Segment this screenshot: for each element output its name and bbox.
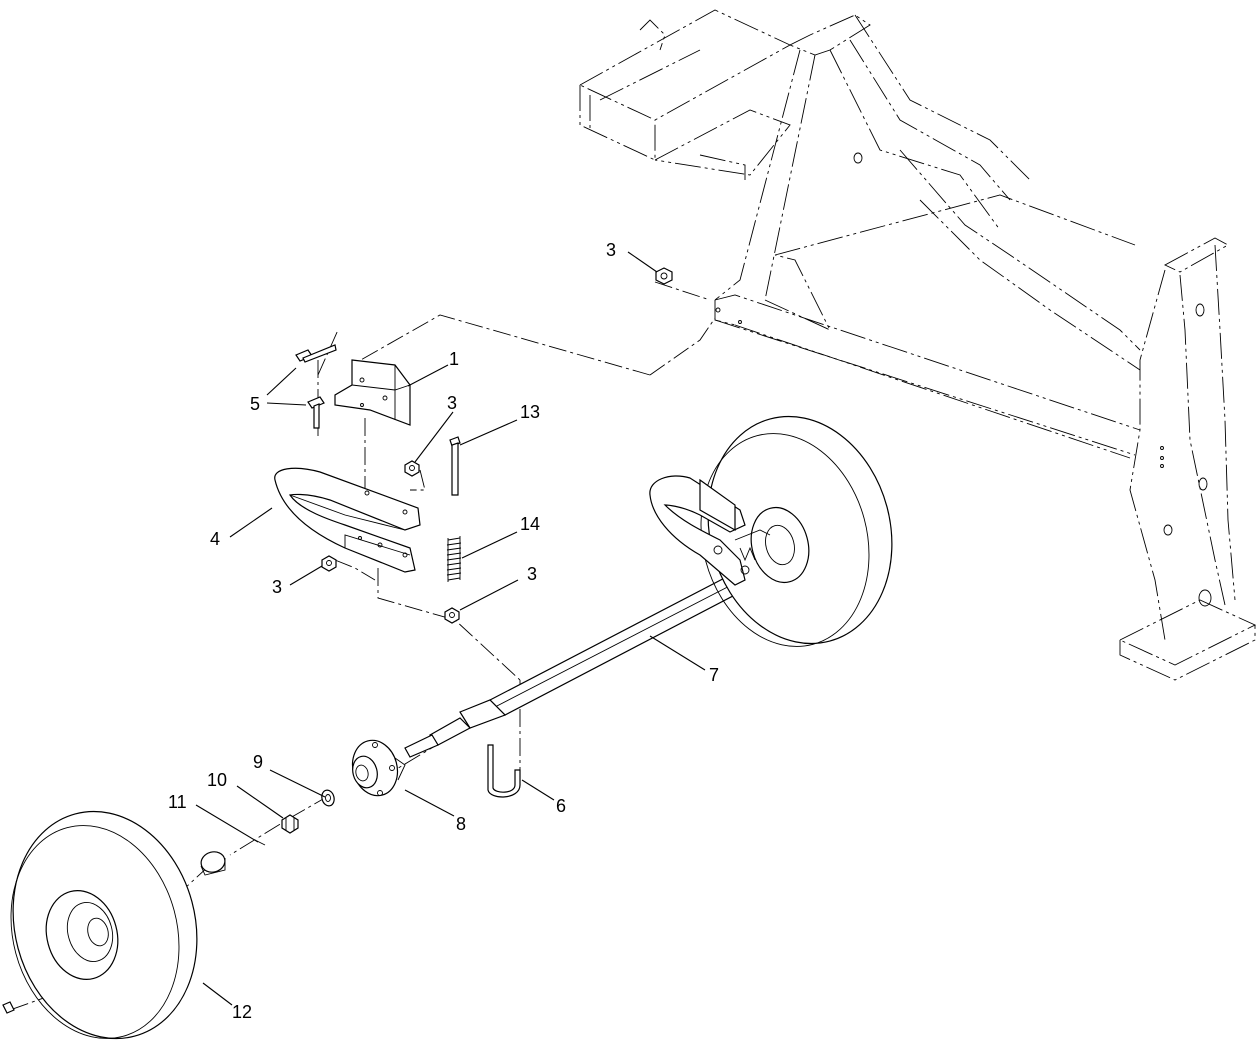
callout-4: 4 [210, 529, 220, 549]
callout-14: 14 [520, 514, 540, 534]
callout-5: 5 [250, 394, 260, 414]
callout-3c: 3 [272, 577, 282, 597]
callout-3b: 3 [447, 393, 457, 413]
part-5-bolts [295, 344, 337, 429]
callout-13: 13 [520, 402, 540, 422]
part-6-ubolt [487, 744, 521, 798]
hub-cap [200, 851, 226, 876]
callout-10: 10 [207, 770, 227, 790]
callout-11: 11 [168, 792, 187, 812]
part-7-axle [404, 569, 753, 758]
part-12-wheel [10, 810, 198, 1040]
callout-7: 7 [709, 665, 719, 685]
callout-9: 9 [253, 752, 263, 772]
frame-phantom [579, 9, 1257, 681]
callout-6: 6 [556, 796, 566, 816]
part-9-washer [321, 789, 335, 807]
part-4-swing-arm [274, 467, 421, 573]
callout-12: 12 [232, 1002, 252, 1022]
part-13-bolt [449, 436, 461, 496]
part-3-nuts [321, 267, 673, 624]
callout-1: 1 [449, 349, 459, 369]
part-1-bracket [334, 359, 411, 426]
callouts: 3 1 5 3 13 4 14 3 3 7 6 8 9 10 11 12 [168, 240, 719, 1022]
callout-8: 8 [456, 814, 466, 834]
valve-stem [2, 1001, 15, 1014]
callout-3d: 3 [527, 564, 537, 584]
part-14-spring [446, 536, 462, 582]
part-10-nut [281, 814, 299, 834]
part-8-hub [351, 739, 406, 797]
right-wheel-assembly [649, 415, 893, 647]
callout-3a: 3 [606, 240, 616, 260]
leader-lines [195, 251, 706, 1006]
